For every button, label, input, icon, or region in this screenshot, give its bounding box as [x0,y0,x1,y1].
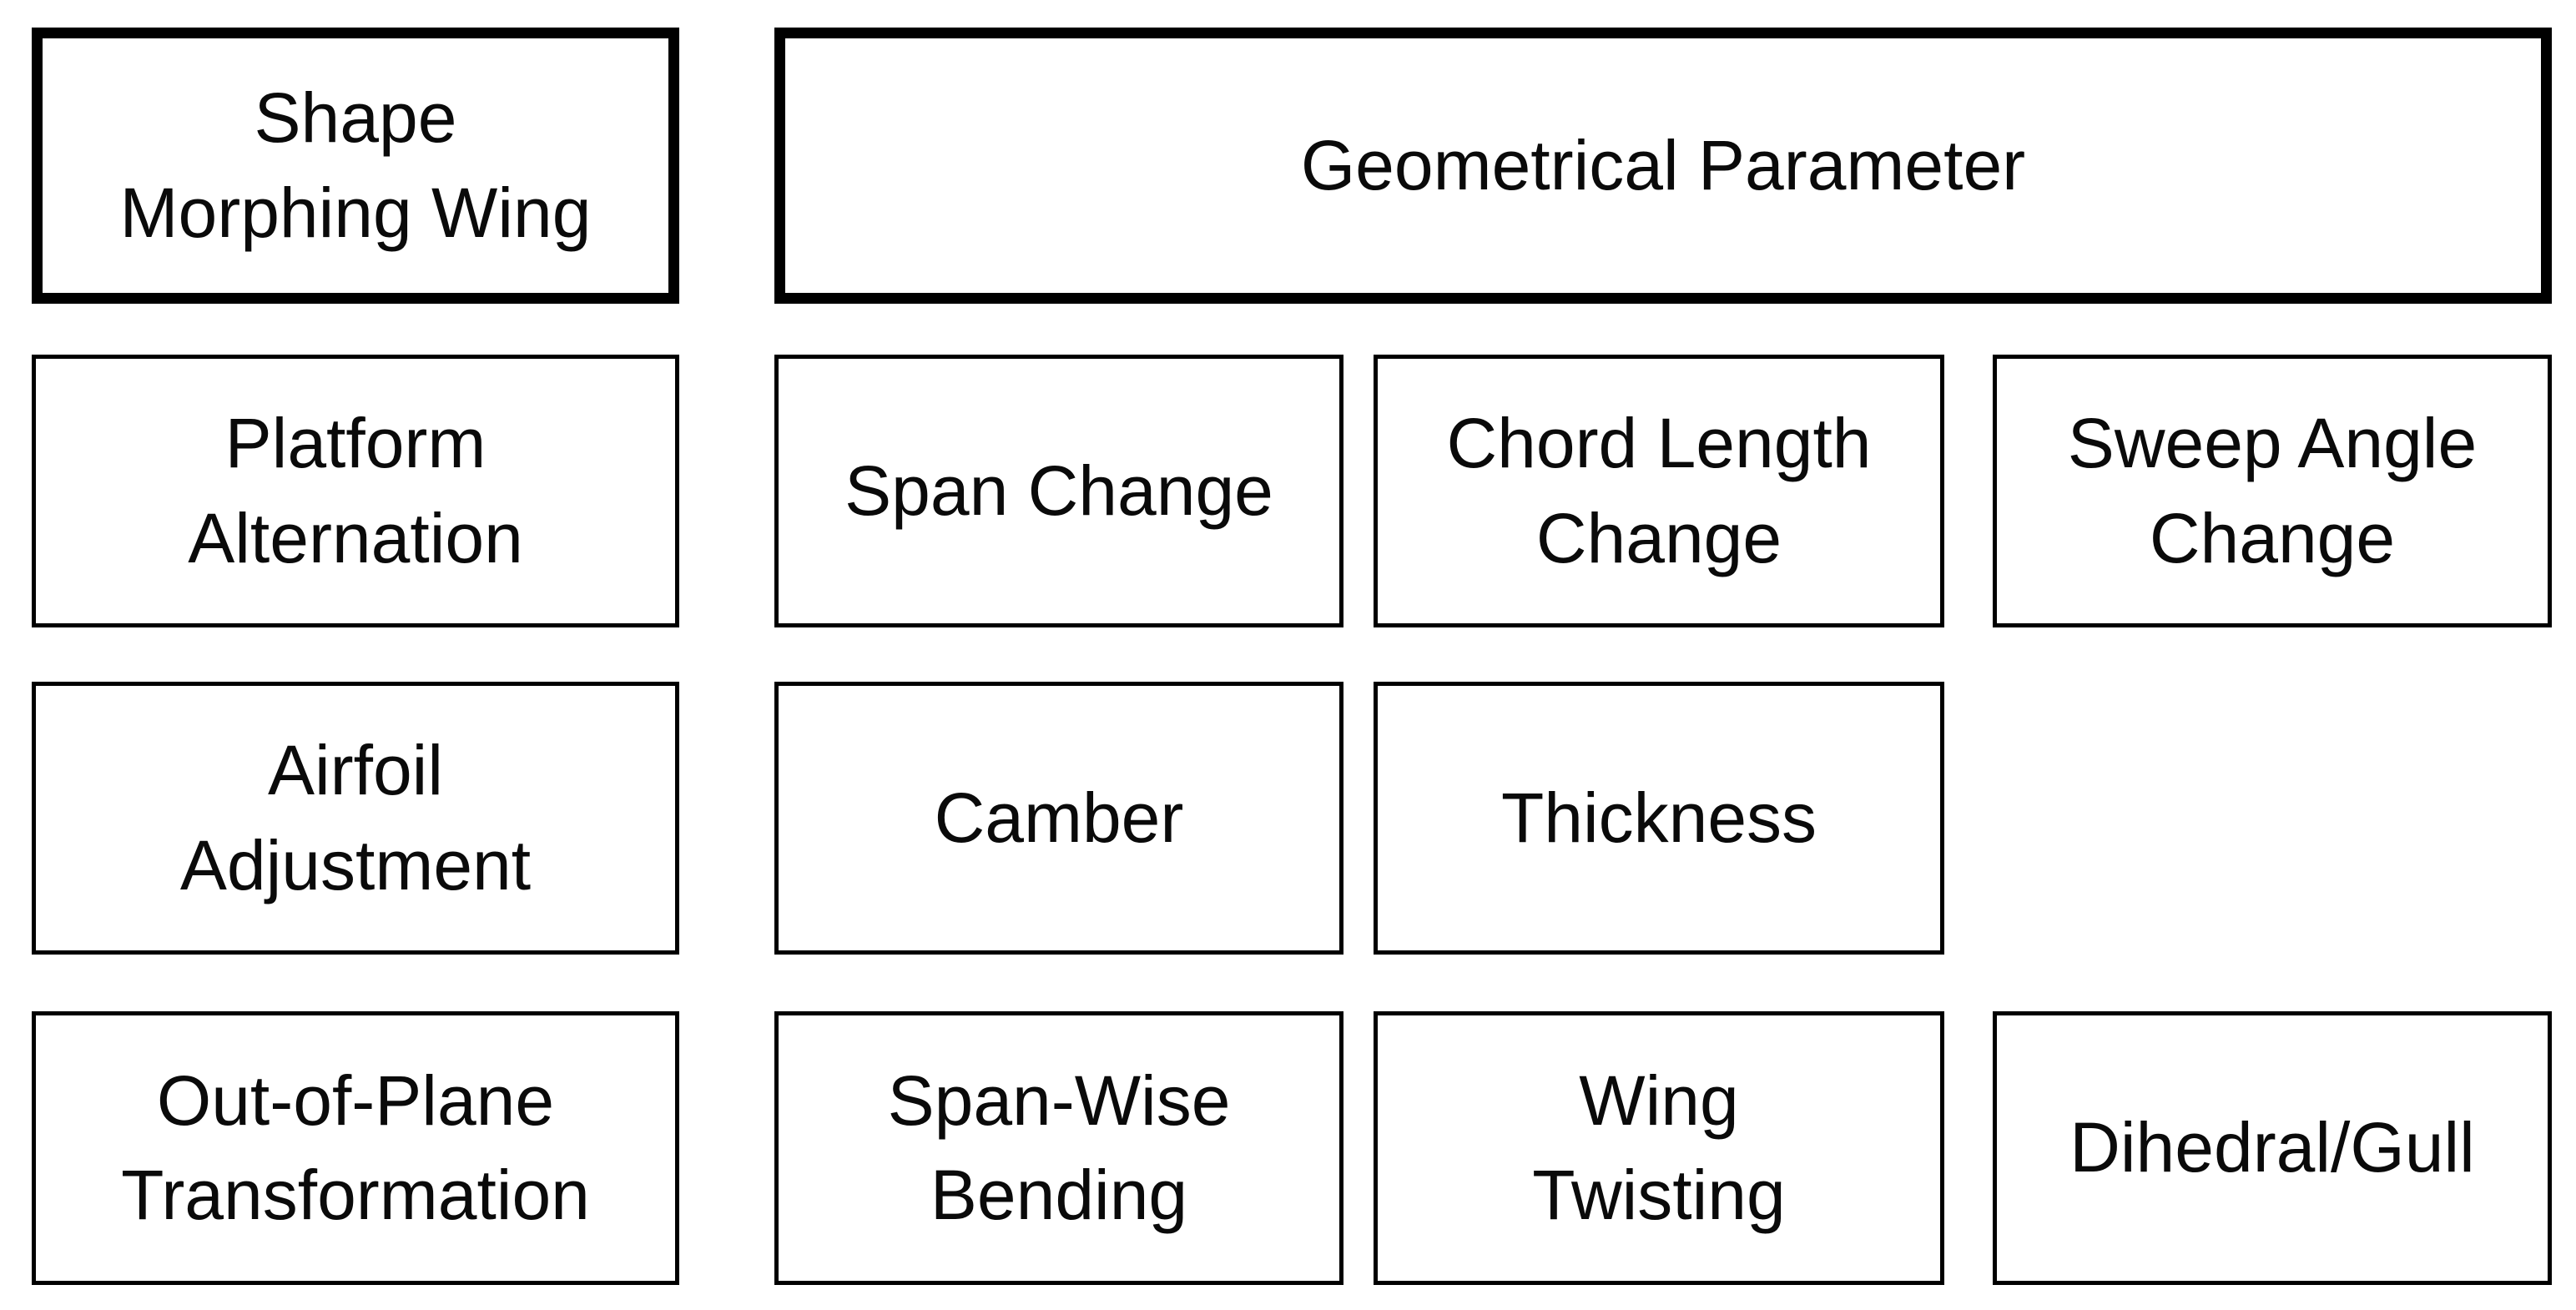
box-chord-length-change: Chord Length Change [1374,355,1944,627]
box-span-wise-bending: Span-Wise Bending [774,1011,1343,1285]
box-out-of-plane-transformation: Out-of-Plane Transformation [32,1011,679,1285]
box-span-change: Span Change [774,355,1343,627]
box-airfoil-adjustment: Airfoil Adjustment [32,682,679,955]
box-dihedral-gull: Dihedral/Gull [1993,1011,2552,1285]
box-camber: Camber [774,682,1343,955]
box-geometrical-parameter: Geometrical Parameter [774,28,2552,304]
box-thickness: Thickness [1374,682,1944,955]
box-sweep-angle-change: Sweep Angle Change [1993,355,2552,627]
box-shape-morphing-wing: Shape Morphing Wing [32,28,679,304]
box-platform-alternation: Platform Alternation [32,355,679,627]
box-wing-twisting: Wing Twisting [1374,1011,1944,1285]
